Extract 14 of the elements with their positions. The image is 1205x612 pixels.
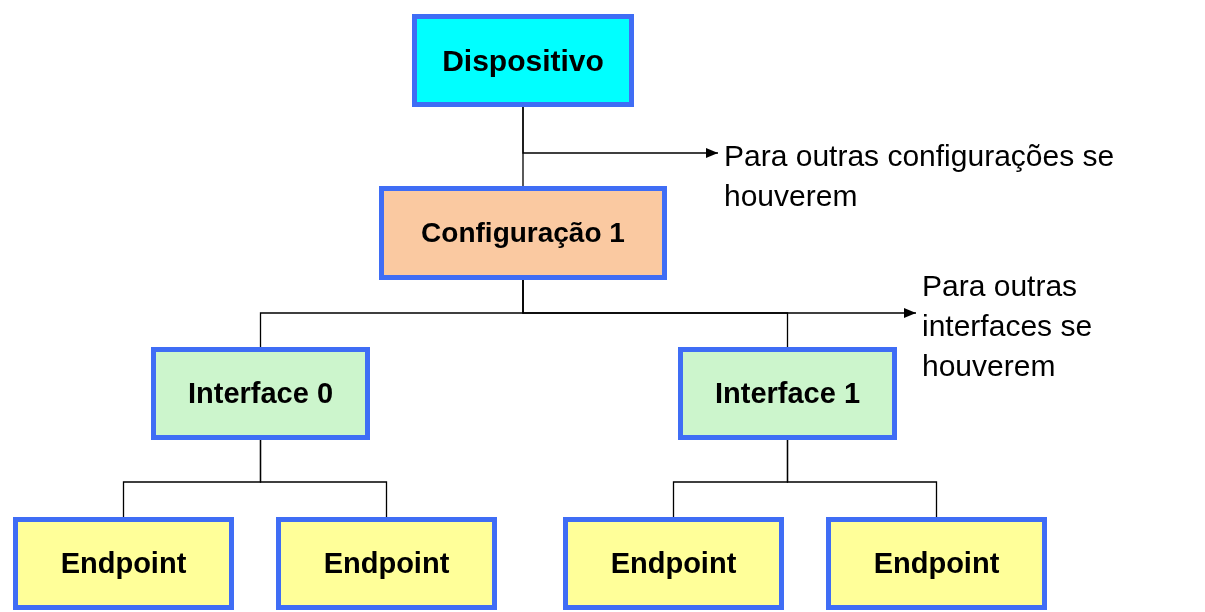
arrow [522, 106, 719, 158]
interface-box: Interface 0 [151, 347, 370, 440]
configuration-box: Configuração 1 [379, 186, 667, 280]
endpoint-box: Endpoint [826, 517, 1047, 610]
interface-box: Interface 1 [678, 347, 897, 440]
connector-line [259, 439, 388, 518]
endpoint-box: Endpoint [563, 517, 784, 610]
arrow [522, 279, 917, 318]
endpoint-box: Endpoint [13, 517, 234, 610]
note-text: Para outras configurações se houverem [718, 136, 1202, 216]
device-box: Dispositivo [412, 14, 634, 107]
connector-line [786, 439, 938, 518]
endpoint-box: Endpoint [276, 517, 497, 610]
note-text: Para outras interfaces se houverem [916, 266, 1176, 388]
